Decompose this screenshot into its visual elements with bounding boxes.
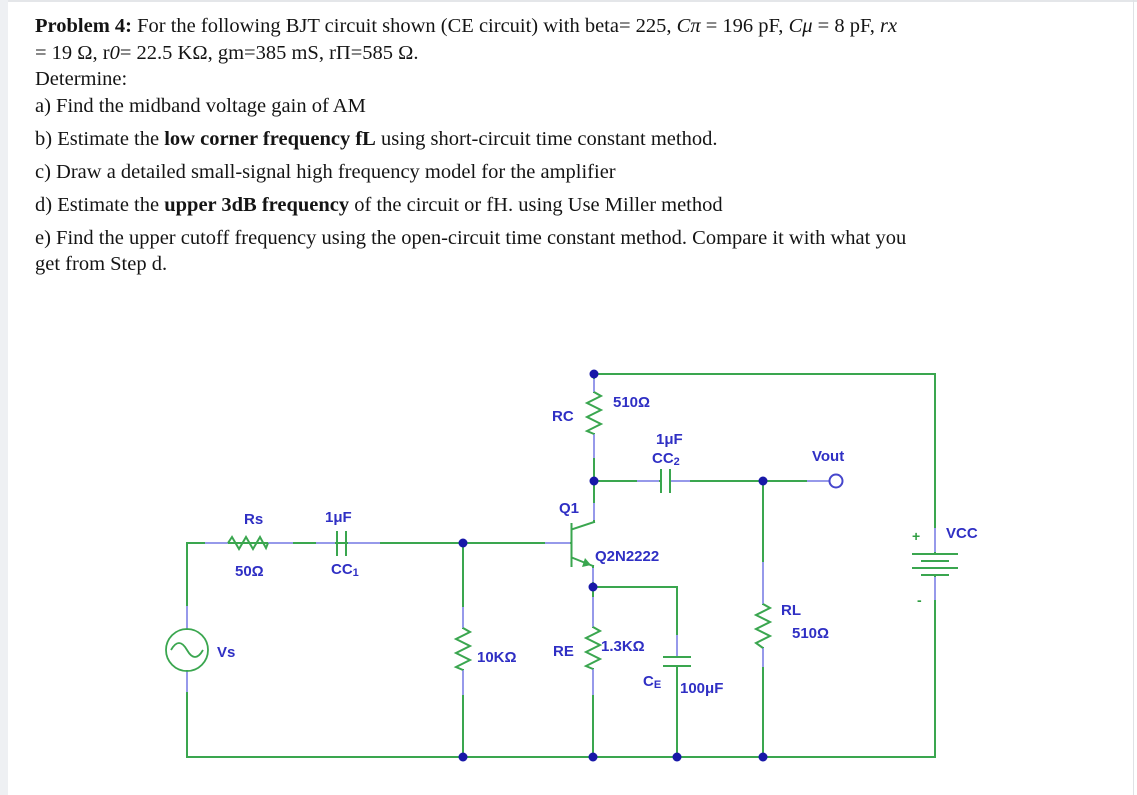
resistor-body [227, 534, 269, 551]
re-resistor [583, 626, 603, 670]
cc2-label-sub: 2 [674, 456, 680, 468]
q1-ref-label: Q1 [559, 500, 579, 517]
cc1-label: CC1 [331, 561, 359, 579]
labels: RC 510Ω 1μF CC2 Vout Q1 Q2N2222 Rs 50Ω 1… [217, 394, 978, 697]
ce-capacitor [663, 656, 691, 667]
cc1-value: 1μF [325, 509, 352, 526]
problem-line-c: c) Draw a detailed small-signal high fre… [35, 160, 616, 183]
problem-line-e2: get from Step d. [35, 253, 168, 275]
ce-label-main: C [643, 673, 654, 690]
component-leads [186, 379, 936, 695]
vout-label: Vout [812, 448, 844, 465]
cc1-capacitor [336, 531, 347, 556]
problem-statement: Problem 4: For the following BJT circuit… [35, 13, 1115, 278]
junction [589, 369, 599, 379]
vs-source [165, 628, 209, 672]
junction-dots [458, 369, 768, 762]
wires [186, 373, 936, 758]
ac-source-circle [165, 628, 209, 672]
page-top-border [0, 0, 1137, 2]
rl-resistor [753, 603, 773, 649]
rs-resistor [227, 534, 269, 551]
re-value: 1.3KΩ [601, 638, 645, 655]
resistor-body [453, 627, 473, 671]
junction [588, 752, 598, 762]
junction [758, 476, 768, 486]
junction [672, 752, 682, 762]
page-right-border [1133, 0, 1134, 795]
vcc-minus-sign: - [917, 592, 922, 608]
problem-line-e: e) Find the upper cutoff frequency using… [35, 226, 907, 249]
vout-terminal [828, 473, 844, 489]
resistor-body [583, 626, 603, 670]
rl-value: 510Ω [792, 625, 829, 642]
problem-line-determine: Determine: [35, 68, 128, 90]
problem-line-a: a) Find the midband voltage gain of AM [35, 94, 366, 117]
rc-label: RC [552, 408, 574, 425]
resistor-body [753, 603, 773, 649]
rs-label: Rs [244, 511, 263, 528]
ce-value: 100μF [680, 680, 723, 697]
vs-label: Vs [217, 644, 235, 661]
re-label: RE [553, 643, 574, 660]
problem-line-2: = 19 Ω, r0= 22.5 KΩ, gm=385 mS, rΠ=585 Ω… [35, 41, 419, 64]
ce-label: CE [643, 673, 661, 691]
page-left-margin [0, 0, 8, 795]
cc1-label-main: CC [331, 561, 353, 578]
ce-label-sub: E [654, 679, 661, 691]
cc2-label-main: CC [652, 450, 674, 467]
wire-collector-diag [571, 520, 596, 531]
vcc-battery [912, 553, 958, 576]
resistor-body [584, 391, 604, 435]
problem-line-1: Problem 4: For the following BJT circuit… [35, 15, 898, 37]
junction [458, 538, 468, 548]
q1-model-label: Q2N2222 [595, 548, 659, 565]
vcc-plus-sign: + [912, 528, 920, 544]
cc1-label-sub: 1 [353, 567, 359, 579]
cc2-value: 1μF [656, 431, 683, 448]
vcc-label: VCC [946, 525, 978, 542]
junction [758, 752, 768, 762]
q1-transistor [570, 523, 591, 567]
problem-line-b: b) Estimate the low corner frequency fL … [35, 127, 718, 150]
junction [588, 582, 598, 592]
problem-line-d: d) Estimate the upper 3dB frequency of t… [35, 193, 723, 216]
cc2-capacitor [660, 469, 671, 493]
junction [458, 752, 468, 762]
rb-value: 10KΩ [477, 649, 517, 666]
rc-value: 510Ω [613, 394, 650, 411]
junction [589, 476, 599, 486]
sine-wave-icon [170, 642, 204, 658]
rs-value: 50Ω [235, 563, 264, 580]
rb-resistor [453, 627, 473, 671]
rc-resistor [584, 391, 604, 435]
cc2-label: CC2 [652, 450, 680, 468]
rl-label: RL [781, 602, 801, 619]
emitter-arrow-icon [582, 558, 591, 567]
